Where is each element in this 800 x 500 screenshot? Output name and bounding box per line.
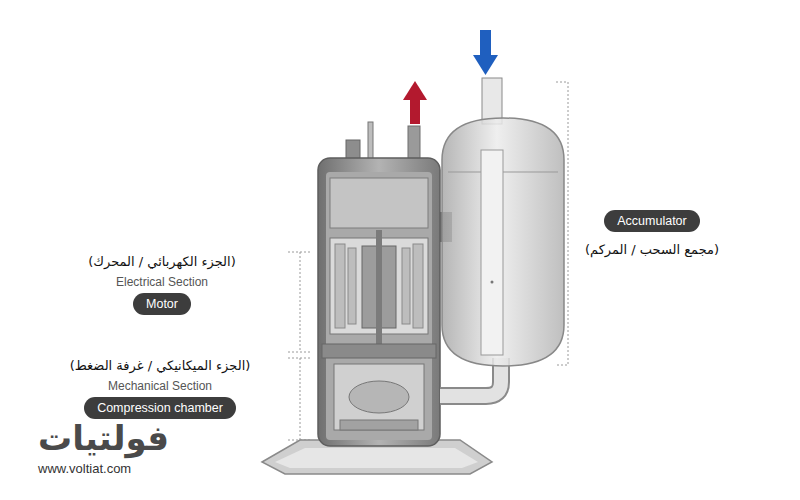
accumulator-inlet bbox=[482, 78, 502, 124]
arabic-caption: (مجمع السحب / المركم) bbox=[585, 242, 719, 257]
lower-bearing bbox=[340, 420, 418, 430]
arabic-caption: (الجزء الكهربائي / المحرك) bbox=[88, 254, 236, 269]
shaft bbox=[376, 230, 382, 350]
roller-piston bbox=[349, 381, 409, 413]
compression-cylinder bbox=[334, 364, 424, 430]
accumulator-tube bbox=[481, 150, 503, 355]
watermark-url: www.voltiat.com bbox=[38, 461, 131, 476]
section-callout: (الجزء الكهربائي / المحرك) Electrical Sec… bbox=[88, 254, 236, 315]
oil-hole bbox=[491, 281, 494, 284]
motor-bracket bbox=[288, 252, 312, 352]
section-pill: Motor bbox=[133, 293, 191, 315]
shell-cutaway bbox=[326, 172, 432, 440]
discharge-arrow bbox=[403, 81, 427, 124]
compressor-shell bbox=[318, 158, 440, 446]
section-label: Electrical Section bbox=[116, 275, 208, 289]
suction-arrow bbox=[473, 30, 498, 75]
section-pill: Compression chamber bbox=[84, 397, 236, 419]
section-callout: (الجزء الميكانيكي / غرفة الضغط) Mechanica… bbox=[70, 358, 251, 419]
terminal-pin bbox=[368, 122, 373, 162]
upper-chamber bbox=[330, 178, 428, 228]
section-label: Mechanical Section bbox=[108, 379, 212, 393]
watermark-logo: فولتيات bbox=[38, 418, 169, 458]
mechanical-bracket bbox=[288, 358, 312, 440]
section-pill: Accumulator bbox=[604, 210, 699, 232]
frame bbox=[322, 344, 436, 358]
base-plate-top bbox=[275, 448, 478, 468]
section-callout: Accumulator (مجمع السحب / المركم) bbox=[585, 210, 719, 257]
arabic-caption: (الجزء الميكانيكي / غرفة الضغط) bbox=[70, 358, 251, 373]
dotted-brackets bbox=[288, 82, 568, 440]
accumulator-vessel bbox=[442, 118, 564, 366]
